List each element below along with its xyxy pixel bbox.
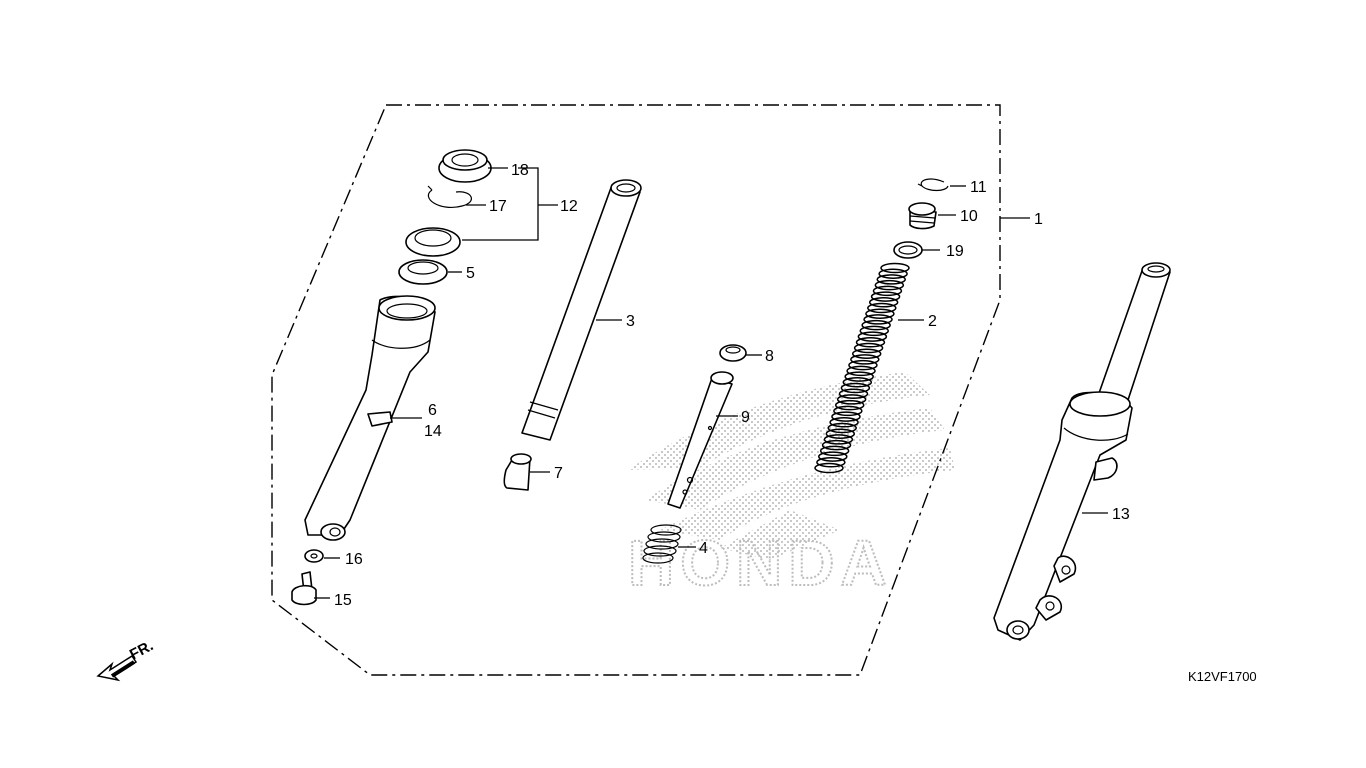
callout-10: 10 bbox=[960, 208, 978, 225]
callout-3: 3 bbox=[626, 313, 635, 330]
fork-assembly-right bbox=[993, 262, 1171, 641]
callout-14: 14 bbox=[424, 423, 442, 440]
fork-piston bbox=[667, 371, 734, 509]
spring-coil bbox=[868, 297, 899, 308]
callout-2: 2 bbox=[928, 313, 937, 330]
oil-lock-piece bbox=[503, 453, 532, 491]
spring-coil bbox=[876, 274, 906, 285]
spring-coil bbox=[823, 434, 854, 445]
spring-coil bbox=[865, 308, 895, 319]
spring-coil bbox=[844, 371, 874, 382]
callout-16: 16 bbox=[345, 551, 363, 568]
spring-coil bbox=[870, 291, 901, 302]
spring-coil bbox=[863, 314, 893, 325]
callout-19: 19 bbox=[946, 243, 964, 260]
spring-coil bbox=[827, 422, 857, 434]
spring-coil bbox=[846, 365, 876, 377]
spring-coil bbox=[814, 462, 844, 474]
socket-bolt bbox=[291, 571, 317, 606]
callout-15: 15 bbox=[334, 592, 352, 609]
front-direction-indicator: FR. bbox=[96, 637, 156, 682]
spring-coil bbox=[850, 354, 880, 365]
spring-coil bbox=[825, 428, 856, 439]
callout-9: 9 bbox=[741, 409, 750, 426]
spring-coil bbox=[874, 279, 905, 291]
circlip bbox=[917, 178, 949, 192]
spring-coil bbox=[851, 348, 882, 359]
dust-seal bbox=[438, 149, 492, 183]
spring-coil bbox=[829, 417, 859, 428]
spring-coil bbox=[831, 411, 861, 422]
callout-11: 11 bbox=[970, 179, 987, 196]
spring-coil bbox=[880, 262, 910, 274]
spring-coil bbox=[834, 399, 865, 411]
callout-8: 8 bbox=[765, 348, 774, 365]
spring-coil bbox=[848, 359, 878, 371]
spring-coil bbox=[872, 285, 903, 297]
callout-12: 12 bbox=[560, 198, 578, 215]
callout-18: 18 bbox=[511, 162, 529, 179]
callout-7: 7 bbox=[554, 465, 563, 482]
reflector bbox=[367, 411, 393, 427]
callout-13: 13 bbox=[1112, 506, 1130, 523]
assembly-boundary bbox=[271, 104, 1001, 676]
leader-lines bbox=[314, 167, 1108, 599]
spring-coil bbox=[867, 302, 897, 314]
rebound-spring bbox=[642, 524, 682, 564]
spring-coil bbox=[836, 394, 867, 405]
spring-coil bbox=[859, 325, 890, 337]
sealing-washer bbox=[304, 549, 324, 563]
o-ring bbox=[893, 241, 923, 259]
spring-coil bbox=[819, 445, 850, 457]
fork-pipe bbox=[521, 179, 642, 441]
spring-coil bbox=[821, 439, 852, 451]
spring-coil bbox=[853, 342, 884, 354]
spring-coil bbox=[838, 388, 869, 399]
spring-coil bbox=[855, 337, 886, 348]
spring-coil bbox=[816, 457, 846, 468]
spring-coil bbox=[818, 451, 848, 462]
callout-17: 17 bbox=[489, 198, 507, 215]
callout-4: 4 bbox=[699, 540, 708, 557]
callout-labels: 1 2 3 4 5 6 7 8 9 10 11 12 13 14 15 16 1… bbox=[334, 162, 1130, 609]
callout-6: 6 bbox=[428, 402, 437, 419]
callout-1: 1 bbox=[1034, 211, 1043, 228]
spring-coil bbox=[840, 382, 871, 394]
stopper-clip bbox=[427, 185, 472, 208]
spring-coil bbox=[833, 405, 863, 417]
spring-coil bbox=[861, 319, 891, 331]
piston-ring bbox=[719, 344, 747, 362]
spring-coil bbox=[878, 268, 908, 279]
fork-bolt-cap bbox=[908, 202, 937, 230]
back-up-ring bbox=[398, 259, 448, 285]
callout-5: 5 bbox=[466, 265, 475, 282]
diagram-code: K12VF1700 bbox=[1188, 669, 1257, 684]
honda-wordmark: HONDA bbox=[628, 527, 893, 599]
spring-coil bbox=[857, 331, 888, 342]
oil-seal bbox=[405, 227, 461, 257]
spring-coil bbox=[842, 377, 873, 388]
front-arrow-icon bbox=[96, 654, 138, 682]
fork-spring bbox=[814, 262, 910, 474]
